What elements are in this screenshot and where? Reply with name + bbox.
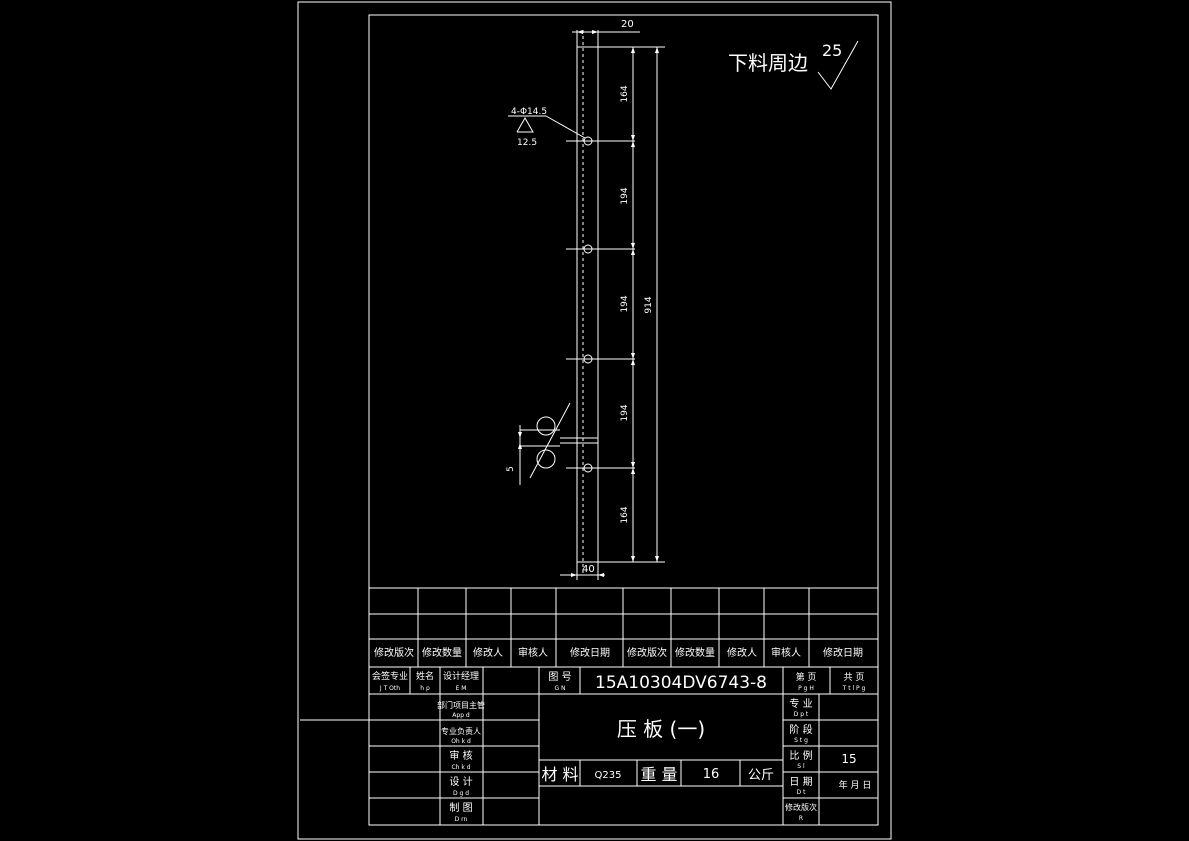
- dim-width-top: 20: [621, 19, 634, 30]
- roughness-symbol: [817, 40, 859, 90]
- hole-3: [566, 354, 635, 364]
- dim-seg-3: 194: [620, 295, 630, 312]
- dim-seg-2: 194: [620, 187, 630, 204]
- label-name-en: h p: [420, 685, 430, 692]
- drawing-number: 15A10304DV6743-8: [595, 673, 767, 693]
- rev-header-10: 修改日期: [823, 646, 863, 659]
- label-date-en: D t: [797, 789, 807, 796]
- label-name: 姓名: [416, 670, 434, 682]
- label-designed: 设 计: [449, 775, 472, 788]
- material-value: Q235: [595, 770, 622, 781]
- weight-value: 16: [703, 767, 720, 782]
- rev-header-6: 修改版次: [627, 646, 667, 659]
- label-specialty-lead-en: Oh k d: [451, 738, 471, 745]
- label-drawn: 制 图: [449, 801, 472, 814]
- label-drawing-no: 图 号: [548, 671, 571, 683]
- dim-seg-1: 164: [620, 85, 630, 102]
- weight-unit: 公斤: [748, 768, 774, 783]
- scale-value: 15: [841, 752, 856, 766]
- hole-roughness: 12.5: [517, 138, 537, 148]
- dim-overall: 914: [644, 296, 654, 313]
- dim-seg-4: 194: [620, 404, 630, 421]
- label-approved-en: App d: [452, 712, 470, 719]
- surface-note: 下料周边: [728, 51, 808, 75]
- label-stage: 阶 段: [789, 723, 812, 736]
- hole-1: [566, 136, 635, 146]
- label-drawn-en: D rn: [455, 816, 468, 823]
- label-weight: 重 量: [640, 765, 677, 784]
- label-stage-en: S t g: [794, 737, 808, 744]
- outer-border: [297, 1, 892, 840]
- rev-header-7: 修改数量: [675, 646, 715, 659]
- revision-table: 修改版次 修改数量 修改人 审核人 修改日期 修改版次 修改数量 修改人 审核人…: [369, 587, 878, 668]
- rev-header-3: 修改人: [473, 646, 503, 659]
- label-specialty: 专 业: [789, 697, 812, 710]
- title-block: 会签专业 J T Oth 姓名 h p 设计经理 E M 部门项目主管 App …: [300, 667, 878, 825]
- label-design-manager-en: E M: [456, 685, 467, 692]
- dim-width-bottom: 40: [582, 564, 595, 575]
- rev-header-5: 修改日期: [570, 646, 610, 659]
- label-material: 材 料: [541, 765, 578, 784]
- drawing-title: 压 板 (一): [617, 717, 705, 741]
- label-total-en: T t l P g: [842, 685, 866, 692]
- hole-2: [566, 244, 635, 254]
- label-checked-en: Ch k d: [451, 764, 470, 771]
- date-value: 年 月 日: [839, 779, 872, 791]
- label-revision-en: R: [799, 815, 803, 822]
- dim-notch: 5: [506, 466, 516, 472]
- label-countersign-en: J T Oth: [379, 685, 400, 692]
- label-scale: 比 例: [789, 749, 812, 762]
- rev-header-1: 修改版次: [374, 646, 414, 659]
- label-specialty-lead: 专业负责人: [441, 726, 481, 736]
- dim-seg-5: 164: [620, 506, 630, 523]
- label-sheet: 第 页: [796, 671, 817, 683]
- label-countersign: 会签专业: [372, 670, 408, 682]
- label-total: 共 页: [844, 672, 865, 683]
- label-designed-en: D g d: [453, 790, 469, 797]
- label-revision: 修改版次: [785, 802, 817, 812]
- label-design-manager: 设计经理: [443, 670, 479, 682]
- rev-header-8: 修改人: [727, 646, 757, 659]
- rev-header-9: 审核人: [771, 646, 801, 659]
- label-approved: 部门项目主管: [437, 700, 485, 710]
- hole-callout: 4-Φ14.5: [511, 107, 547, 117]
- rev-header-4: 审核人: [518, 646, 548, 659]
- surface-roughness: 25: [822, 41, 842, 60]
- part-view: 20 40 164 194 194 194 164 914: [506, 19, 859, 580]
- hole-4: [566, 463, 635, 473]
- inner-border: [368, 14, 879, 826]
- label-scale-en: S l: [797, 763, 805, 770]
- label-drawing-no-en: G N: [554, 685, 565, 692]
- rev-header-2: 修改数量: [422, 646, 462, 659]
- label-date: 日 期: [789, 776, 812, 788]
- label-sheet-en: P g H: [798, 685, 814, 692]
- label-specialty-en: D p t: [794, 711, 809, 718]
- label-checked: 审 核: [449, 749, 472, 762]
